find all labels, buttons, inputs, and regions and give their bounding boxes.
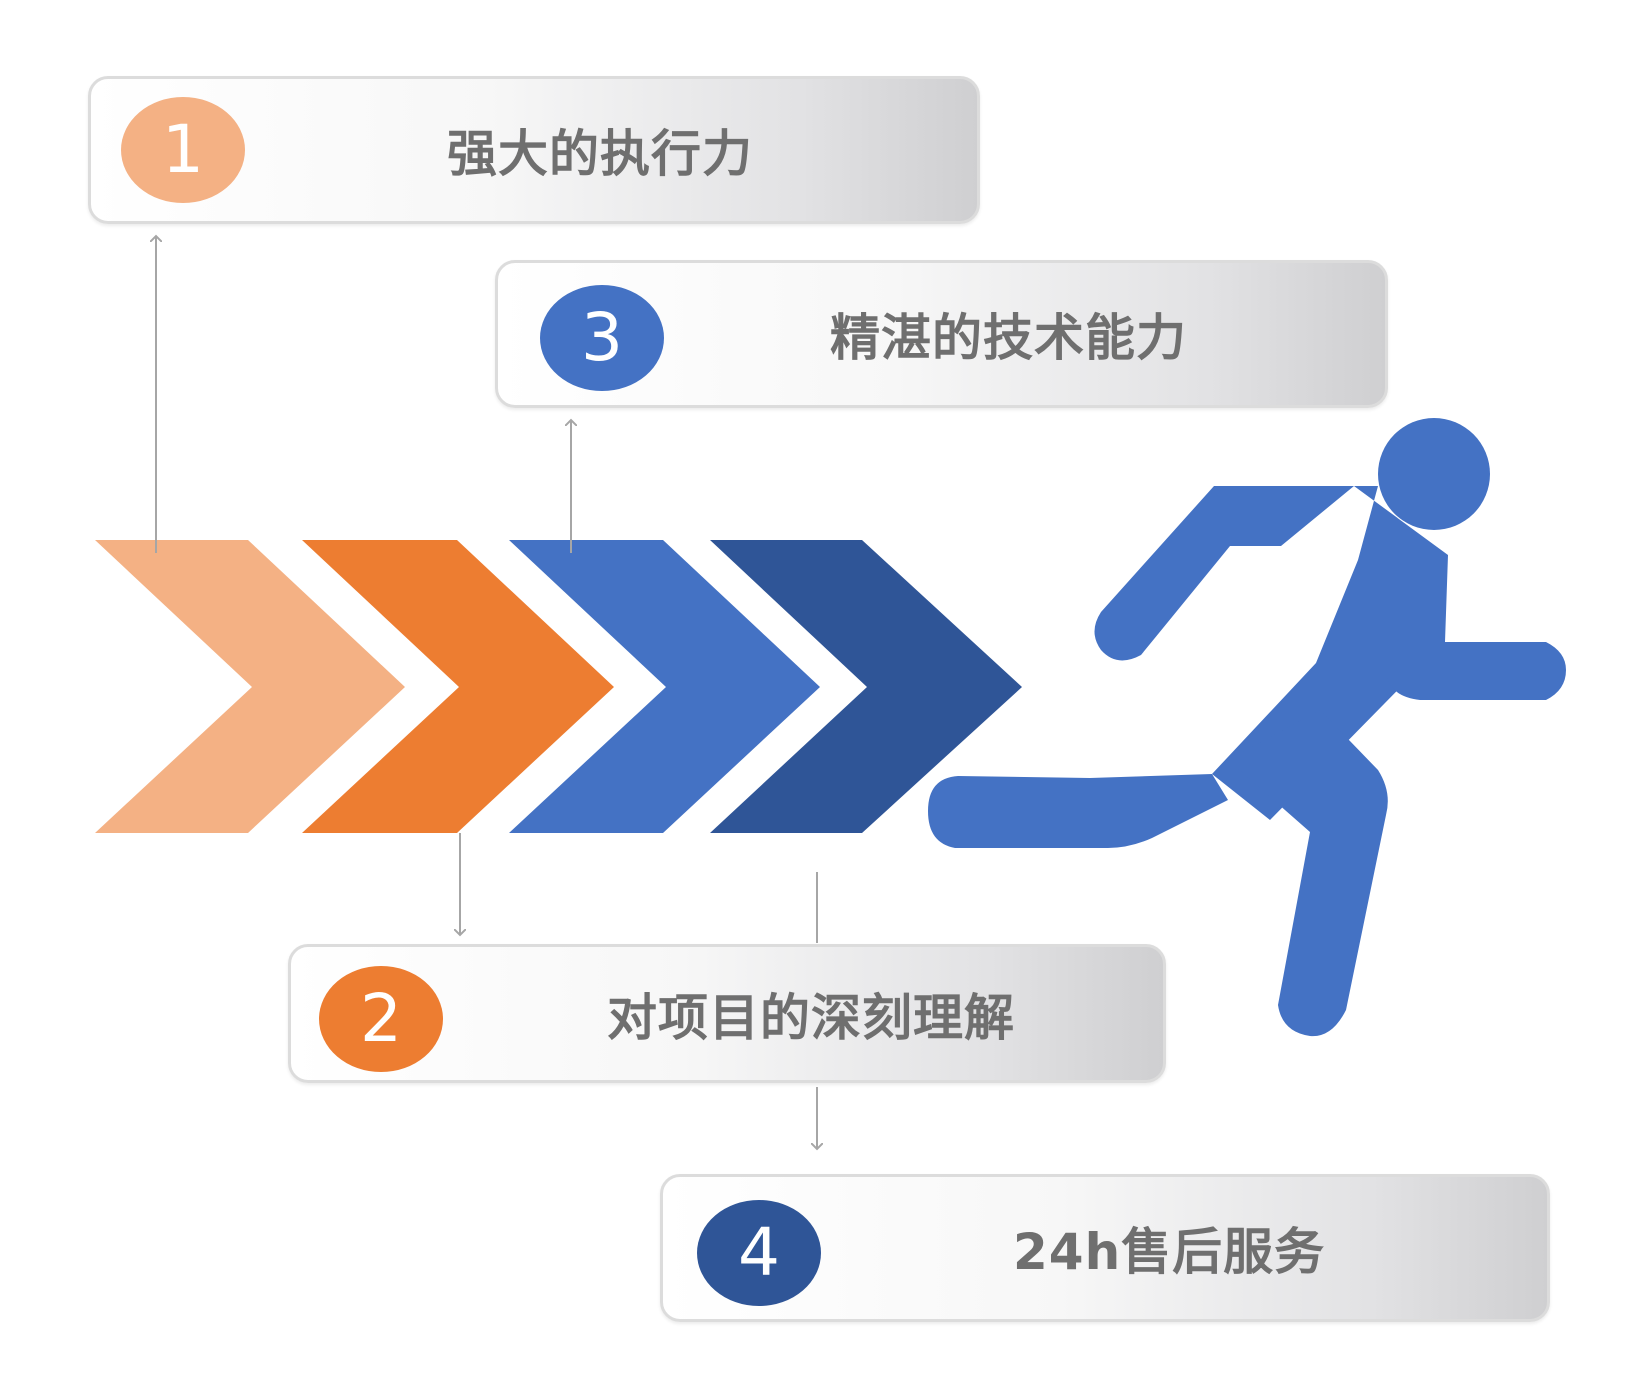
step-title: 24h售后服务 [1013,1223,1326,1281]
step-number-badge: 3 [540,285,664,391]
step-card-3: 3 精湛的技术能力 [495,260,1388,408]
chevron-step-4 [710,540,1022,833]
step-card-4: 4 24h售后服务 [660,1174,1550,1322]
step-card-1: 1 强大的执行力 [88,76,980,224]
chevron-step-1 [95,540,405,833]
chevron-step-2 [302,540,614,833]
step-number-badge: 2 [319,966,443,1072]
step-card-2: 2 对项目的深刻理解 [288,944,1166,1083]
step-title: 对项目的深刻理解 [607,988,1015,1047]
step-number-badge: 1 [121,97,245,203]
chevron-step-3 [509,540,820,833]
step-title: 强大的执行力 [447,125,753,183]
running-person-icon [928,418,1566,1037]
step-number-badge: 4 [697,1200,821,1306]
step-title: 精湛的技术能力 [830,309,1187,367]
